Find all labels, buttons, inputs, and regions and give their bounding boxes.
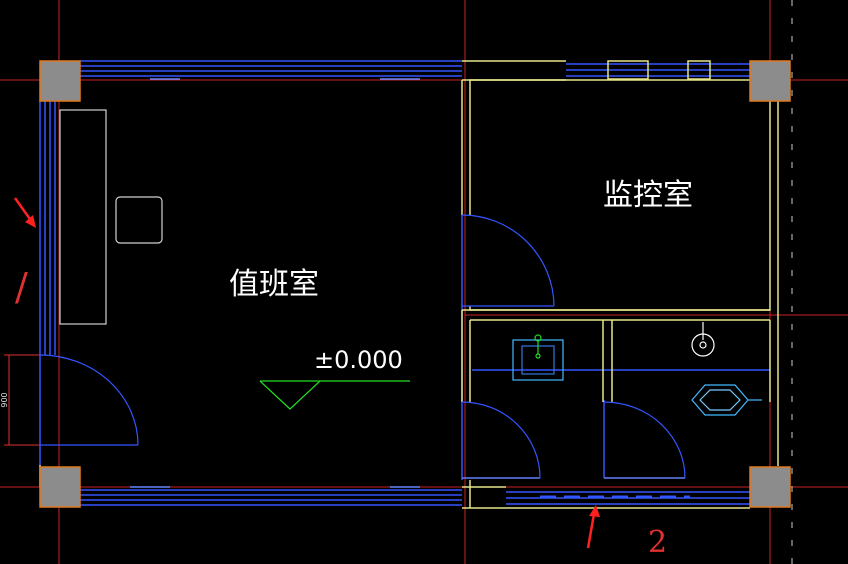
elevation-marker — [259, 380, 410, 410]
elevation-triangle — [259, 380, 321, 410]
dimension-900 — [4, 354, 40, 446]
annotation-mark-left: / — [15, 265, 28, 309]
dimension-text: 900 — [0, 392, 9, 407]
arrow-left-head — [25, 215, 36, 228]
chair — [115, 196, 163, 244]
elevation-label: ±0.000 — [314, 346, 403, 374]
wc2-door-arc — [603, 401, 686, 479]
duty-room-furniture — [59, 109, 163, 325]
monitor-room-door-arc — [461, 214, 555, 307]
squat-toilet-inner — [699, 389, 741, 411]
wc1-door-arc — [461, 401, 541, 479]
arrow-left-shaft — [13, 197, 34, 223]
column-top-right — [749, 60, 791, 102]
column-top-left — [39, 60, 81, 102]
tap-drain — [535, 353, 541, 359]
arrow-bottom-head — [589, 505, 600, 517]
door-swings — [39, 214, 686, 479]
bathroom-fixtures — [512, 322, 762, 416]
wall-hatch-marks — [130, 78, 420, 488]
duty-room-label: 值班室 — [229, 267, 319, 302]
desk — [59, 109, 107, 325]
floor-drain-center — [699, 341, 707, 349]
interior-walls-yellow — [39, 60, 779, 509]
top-window-1 — [607, 60, 649, 80]
column-bottom-left — [39, 466, 81, 508]
annotation-mark-bottom: 2 — [648, 525, 667, 560]
column-bottom-right — [749, 466, 791, 508]
arrow-bottom-shaft — [586, 513, 596, 549]
duty-room-door-arc — [39, 354, 139, 446]
structural-columns — [39, 60, 791, 508]
monitor-room-label: 监控室 — [603, 178, 693, 213]
wash-basin — [512, 339, 564, 381]
exterior-walls-blue — [39, 60, 770, 506]
basin-tap-icon — [534, 334, 542, 359]
annotation-arrows — [13, 197, 600, 549]
top-window-2 — [687, 60, 711, 80]
